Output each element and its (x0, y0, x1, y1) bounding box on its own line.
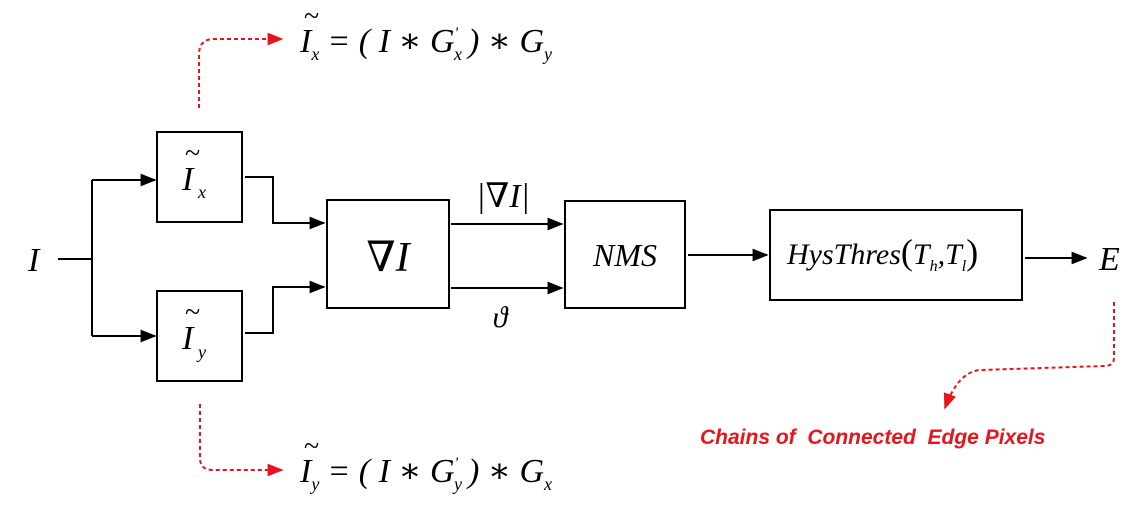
hysteresis-label: HysThres(Th,Tl) (786, 232, 978, 275)
arrow-ix-to-gradient (245, 176, 326, 230)
smooth-y-base: I (181, 320, 195, 357)
output-symbol: E (1098, 241, 1120, 278)
smooth-x-sub: x (197, 182, 206, 202)
direction-label: ϑ (493, 301, 510, 334)
magnitude-label: |∇I| (476, 178, 530, 215)
formula-y: Iy= ( I ∗ G'y) ∗ Gx (299, 453, 552, 494)
hysteresis-box (769, 209, 1023, 301)
annotation-arrow-x (198, 32, 284, 108)
nms-box (564, 200, 686, 309)
edge-annotation: Chains of Connected Edge Pixels (700, 426, 1045, 449)
smooth-y-box (156, 290, 243, 382)
formula-x: Ix= ( I ∗ G'x) ∗ Gy (299, 23, 552, 64)
smooth-y-sub: y (196, 342, 206, 362)
nms-label: NMS (592, 237, 657, 273)
tilde-y: ~ (185, 297, 200, 328)
input-symbol: I (27, 242, 41, 279)
smooth-x-box (156, 131, 243, 223)
formula-y-tilde: ~ (304, 431, 319, 462)
tilde-x: ~ (185, 138, 200, 169)
annotation-arrow-edges (943, 302, 1115, 410)
annotation-arrow-y (199, 404, 284, 477)
gradient-box (326, 199, 450, 309)
arrow-iy-to-gradient (245, 280, 326, 334)
formula-x-tilde: ~ (304, 1, 319, 32)
smooth-x-base: I (181, 161, 195, 198)
gradient-label: ∇I (366, 235, 411, 281)
